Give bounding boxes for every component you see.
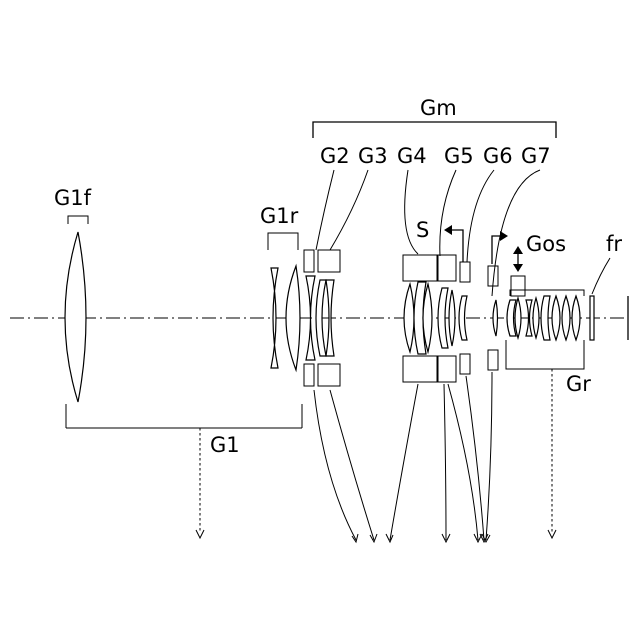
g7-arrow-icon	[500, 231, 508, 241]
g7-frame-bottom	[488, 350, 498, 370]
fr-label: fr	[606, 232, 622, 256]
g4-frame-top	[403, 255, 437, 281]
g6-frame-top	[460, 262, 470, 282]
g3-label: G3	[358, 144, 388, 168]
gr-label: Gr	[566, 372, 591, 396]
gr-top-frame	[510, 290, 584, 296]
gm-bracket	[313, 122, 556, 138]
g2-label: G2	[320, 144, 350, 168]
g7-label: G7	[521, 144, 551, 168]
g7-lens	[493, 300, 498, 336]
fr-leader	[592, 258, 610, 294]
g4-lens-1	[404, 284, 414, 352]
g6-label: G6	[483, 144, 513, 168]
g3-trajectory	[330, 390, 374, 540]
gos-up-arrow-icon	[513, 246, 523, 254]
g1-motion-arrow-icon	[196, 530, 204, 538]
g3-frame-top	[318, 250, 340, 272]
gos-frame	[511, 276, 525, 296]
g2-frame-top	[304, 250, 314, 272]
g5-label: G5	[444, 144, 474, 168]
g4-trajectory-arrow-icon	[386, 534, 393, 542]
gr-lens-4	[533, 298, 539, 338]
g4-frame-bottom	[403, 356, 437, 382]
g6-frame-bottom	[460, 354, 470, 374]
g7-trajectory	[486, 372, 492, 540]
g1f-label: G1f	[54, 186, 92, 210]
g4-trajectory	[390, 384, 418, 540]
s-arrow-line	[446, 230, 463, 262]
g2-leader	[316, 170, 334, 250]
gr-lens-8	[572, 296, 580, 340]
g5b-trajectory	[448, 384, 478, 540]
g5-frame-bottom	[438, 356, 456, 382]
s-label: S	[416, 218, 429, 242]
gr-lens-2	[515, 298, 521, 338]
fr-filter	[590, 296, 594, 340]
g3-frame-bottom	[318, 364, 340, 386]
g1r-lens-2	[286, 266, 300, 370]
g5-frame-top	[438, 255, 456, 281]
gr-lens-7	[562, 296, 570, 340]
g2-trajectory	[314, 390, 356, 540]
g1f-lens	[65, 232, 86, 402]
gos-down-arrow-icon	[513, 264, 523, 272]
g5-lens-2	[449, 290, 455, 346]
gr-lens-6	[552, 296, 560, 340]
g1r-label: G1r	[260, 204, 299, 228]
g6-lens	[459, 296, 467, 340]
gos-label: Gos	[526, 232, 566, 256]
g1-label: G1	[210, 433, 240, 457]
g5-leader	[440, 170, 456, 256]
g4-label: G4	[397, 144, 427, 168]
g6-leader	[467, 170, 494, 262]
g3-leader	[330, 170, 368, 250]
g1f-bracket	[68, 216, 88, 224]
g2-frame-bottom	[304, 364, 314, 386]
gr-bracket	[506, 340, 584, 369]
g5-trajectory	[444, 384, 446, 540]
s-arrow-icon	[444, 225, 452, 235]
g1r-bracket	[268, 233, 298, 250]
gm-label: Gm	[420, 96, 457, 120]
